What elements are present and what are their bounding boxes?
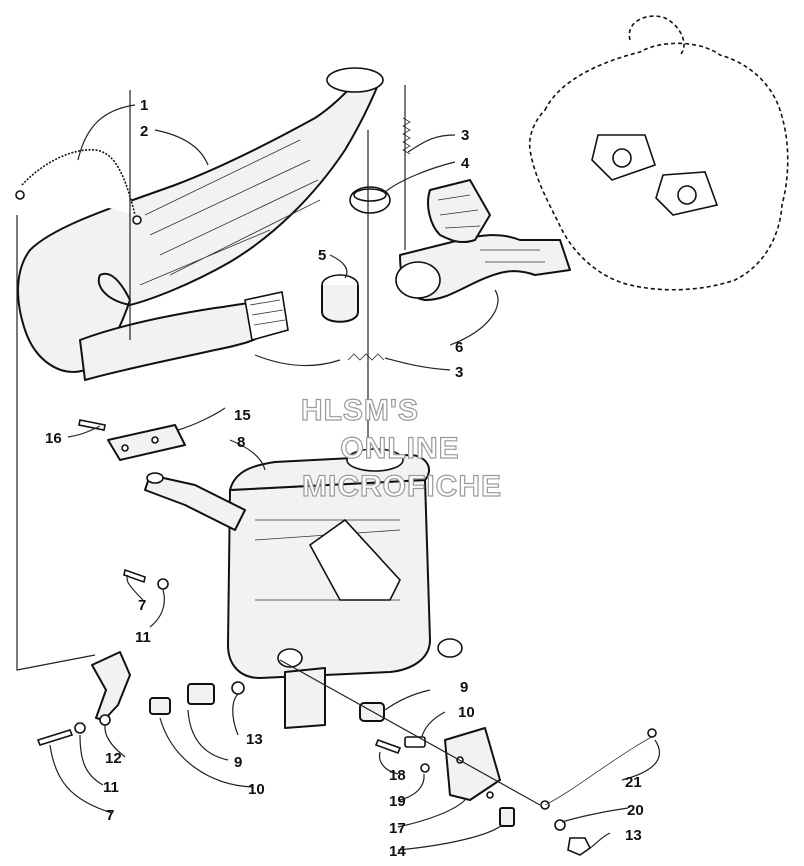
callout-17: 17 xyxy=(389,820,406,837)
callout-10: 10 xyxy=(458,704,475,721)
callout-13: 13 xyxy=(625,827,642,844)
rivet-pin xyxy=(78,419,106,431)
callout-labels: 1 2 3 4 5 6 3 15 16 8 7 11 9 10 13 12 9 … xyxy=(45,97,644,860)
muffler-inlet-neck xyxy=(346,448,404,472)
spacer-left xyxy=(149,697,171,715)
gasket-ring xyxy=(321,274,359,323)
callout-4: 4 xyxy=(461,155,470,172)
callout-13: 13 xyxy=(246,731,263,748)
callout-2: 2 xyxy=(140,123,148,140)
callout-15: 15 xyxy=(234,407,251,424)
watermark-line-1: HLSM'S xyxy=(301,394,419,427)
chamber-inlet-coupler xyxy=(244,291,289,342)
callout-3: 3 xyxy=(455,364,463,381)
manifold-outlet xyxy=(395,261,441,299)
tension-springs xyxy=(347,117,411,361)
hanger-plate xyxy=(444,727,501,801)
callout-9: 9 xyxy=(460,679,468,696)
callout-14: 14 xyxy=(389,843,406,860)
callout-12: 12 xyxy=(105,750,122,767)
callout-10: 10 xyxy=(248,781,265,798)
callout-19: 19 xyxy=(389,793,406,810)
chamber-outlet-flange xyxy=(326,67,384,93)
callout-7: 7 xyxy=(138,597,146,614)
muffler-canister xyxy=(144,448,463,729)
left-mount-hardware xyxy=(36,568,245,746)
exhaust-manifold xyxy=(395,179,571,301)
grommet-left xyxy=(187,683,215,705)
callout-7: 7 xyxy=(106,807,114,824)
expansion-chamber xyxy=(17,67,384,381)
callout-6: 6 xyxy=(455,339,463,356)
callout-9: 9 xyxy=(234,754,242,771)
callout-21: 21 xyxy=(625,774,642,791)
callout-11: 11 xyxy=(103,779,119,796)
wire-spring-part xyxy=(15,149,142,225)
callout-11: 11 xyxy=(135,629,151,646)
callout-18: 18 xyxy=(389,767,406,784)
leader-lines xyxy=(16,85,660,851)
callout-5: 5 xyxy=(318,247,326,264)
right-mount-hardware xyxy=(359,702,657,856)
callout-20: 20 xyxy=(627,802,644,819)
callout-8: 8 xyxy=(237,434,245,451)
callout-1: 1 xyxy=(140,97,148,114)
watermark: HLSM'S ONLINE MICROFICHE xyxy=(300,393,502,503)
muffler-bracket-arm xyxy=(144,474,246,531)
callout-3: 3 xyxy=(461,127,469,144)
bracket-hanger xyxy=(91,651,131,721)
mounting-bracket-small xyxy=(78,419,186,461)
engine-block-outline xyxy=(528,15,789,291)
muffler-tailpipe xyxy=(284,667,326,729)
callout-16: 16 xyxy=(45,430,62,447)
watermark-line-2: ONLINE xyxy=(340,432,459,465)
watermark-line-3: MICROFICHE xyxy=(302,470,502,503)
spring-stud xyxy=(499,807,515,827)
grommet-cup-rim xyxy=(353,188,387,202)
